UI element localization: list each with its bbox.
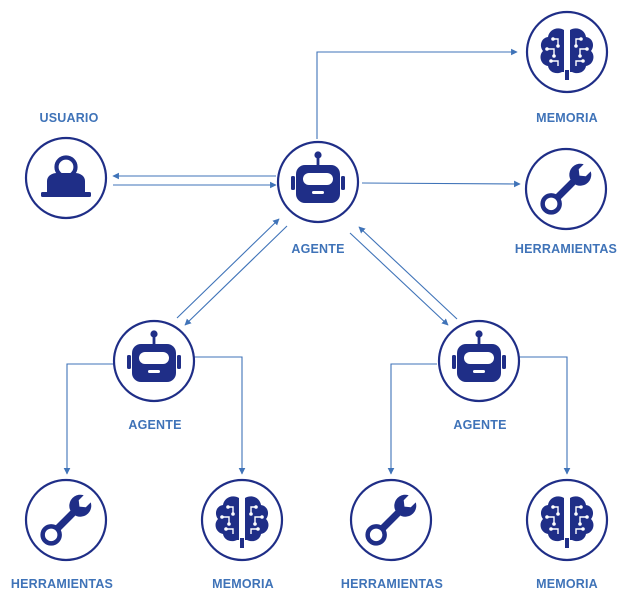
edge-agente-right-to-agente (358, 226, 458, 320)
herramientas-right-label: HERRAMIENTAS (340, 577, 444, 591)
edge-agente-to-agente-right (349, 232, 449, 326)
memoria-left-node (200, 478, 284, 562)
edge-agente-left-to-memoria (193, 356, 246, 475)
memoria-top-label: MEMORIA (536, 111, 598, 125)
connectors (63, 48, 571, 475)
memoria-top-node (525, 10, 609, 94)
agente-left-node (112, 319, 196, 403)
edge-agente-right-to-memoria (518, 356, 571, 475)
edge-agente-to-herramientas-top (361, 180, 521, 188)
brain-circuit-icon (525, 10, 609, 94)
edge-agente-left-to-herramientas (63, 363, 113, 475)
robot-icon (437, 319, 521, 403)
robot-icon (112, 319, 196, 403)
memoria-right-label: MEMORIA (536, 577, 598, 591)
edge-agente-to-agente-left (184, 225, 288, 326)
wrench-icon (26, 480, 106, 560)
usuario-node (26, 138, 106, 218)
brain-circuit-icon (525, 478, 609, 562)
agente-main-label: AGENTE (291, 242, 345, 256)
wrench-icon (526, 149, 606, 229)
herramientas-right-node (351, 480, 431, 560)
brain-circuit-icon (200, 478, 284, 562)
edge-agente-to-memoria-top (316, 48, 518, 139)
memoria-right-node (525, 478, 609, 562)
edge-agente-left-to-agente (176, 218, 280, 319)
usuario-label: USUARIO (39, 111, 99, 125)
agente-left-label: AGENTE (128, 418, 182, 432)
agente-right-node (437, 319, 521, 403)
user-laptop-icon (26, 138, 106, 218)
agente-main-node (276, 140, 360, 224)
agente-right-label: AGENTE (453, 418, 507, 432)
herramientas-top-label: HERRAMIENTAS (514, 242, 618, 256)
herramientas-left-node (26, 480, 106, 560)
memoria-left-label: MEMORIA (212, 577, 274, 591)
herramientas-top-node (526, 149, 606, 229)
edge-agente-right-to-herramientas (387, 363, 437, 475)
herramientas-left-label: HERRAMIENTAS (10, 577, 114, 591)
robot-icon (276, 140, 360, 224)
wrench-icon (351, 480, 431, 560)
